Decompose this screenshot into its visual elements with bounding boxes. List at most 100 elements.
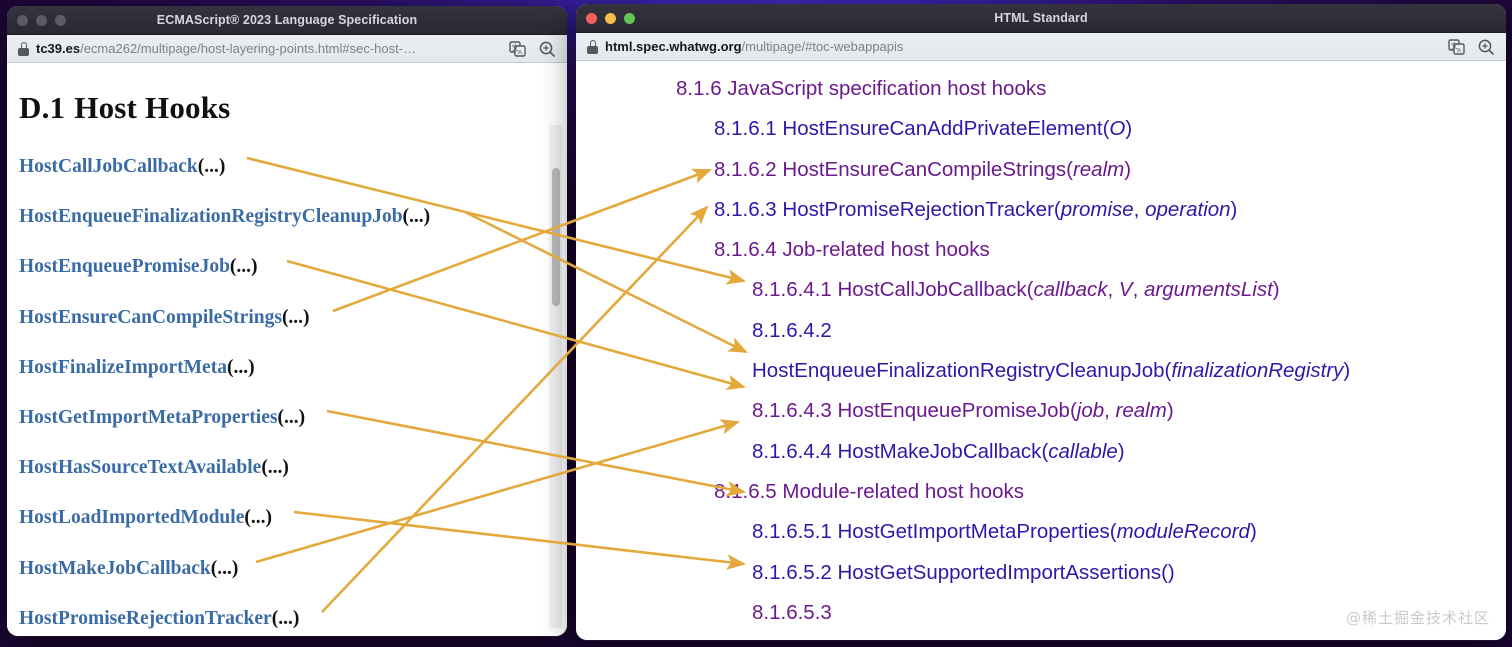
toc-number[interactable]: 8.1.6.4.2 — [752, 318, 832, 342]
host-hook-link[interactable]: HostCallJobCallback — [19, 156, 198, 177]
left-url-host: tc39.es — [36, 41, 81, 56]
right-titlebar[interactable]: HTML Standard — [576, 4, 1506, 33]
host-hook-item[interactable]: HostLoadImportedModule(...) — [19, 493, 567, 543]
toc-item[interactable]: 8.1.6.5 Module-related host hooks — [576, 472, 1506, 512]
toc-link[interactable]: 8.1.6.1 HostEnsureCanAddPrivateElement(O… — [714, 117, 1133, 141]
zoom-icon[interactable] — [536, 39, 558, 59]
toc-item[interactable]: 8.1.6.4.2 — [576, 311, 1506, 351]
toc-number[interactable]: 8.1.6.5.3 — [752, 600, 832, 624]
host-hook-link[interactable]: HostMakeJobCallback — [19, 557, 211, 579]
toc-title[interactable]: HostEnqueueFinalizationRegistryCleanupJo… — [752, 359, 1165, 383]
browser-window-ecmascript[interactable]: ECMAScript® 2023 Language Specification … — [7, 6, 567, 636]
host-hook-item[interactable]: HostFinalizeImportMeta(...) — [19, 343, 567, 393]
right-page-content: 8.1.6 JavaScript specification host hook… — [576, 61, 1506, 640]
left-scrollbar-thumb[interactable] — [552, 168, 560, 306]
minimize-button[interactable] — [36, 15, 47, 26]
close-button[interactable] — [17, 15, 28, 26]
host-hook-args: (...) — [229, 256, 258, 278]
toc-item[interactable]: 8.1.6.4.1 HostCallJobCallback(callback, … — [576, 270, 1506, 310]
host-hook-args: (...) — [226, 356, 255, 378]
toc-link[interactable]: 8.1.6.4.1 HostCallJobCallback(callback, … — [752, 278, 1280, 302]
host-hook-link[interactable]: HostLoadImportedModule — [19, 507, 245, 529]
host-hook-link[interactable]: HostEnqueuePromiseJob — [19, 256, 230, 278]
host-hook-item[interactable]: HostPromiseRejectionTracker(...) — [19, 594, 567, 636]
host-hook-args: (...) — [210, 557, 239, 579]
toc-title: HostGetSupportedImportAssertions — [837, 560, 1162, 584]
watermark: @稀土掘金技术社区 — [1345, 609, 1490, 627]
close-button[interactable] — [586, 13, 597, 24]
toc-item[interactable]: 8.1.6.1 HostEnsureCanAddPrivateElement(O… — [576, 109, 1506, 149]
toc-item-continuation[interactable]: HostEnqueueFinalizationRegistryCleanupJo… — [576, 351, 1506, 391]
toc-list: 8.1.6 JavaScript specification host hook… — [576, 61, 1506, 640]
left-titlebar[interactable]: ECMAScript® 2023 Language Specification — [7, 6, 567, 35]
host-hook-link[interactable]: HostGetImportMetaProperties — [19, 406, 278, 428]
toc-item[interactable]: 8.1.6.4.4 HostMakeJobCallback(callable) — [576, 432, 1506, 472]
host-hook-item[interactable]: HostMakeJobCallback(...) — [19, 544, 567, 594]
page-title-number: D.1 — [19, 90, 66, 125]
zoom-button[interactable] — [55, 15, 66, 26]
toc-title: HostMakeJobCallback — [837, 439, 1042, 463]
zoom-button[interactable] — [624, 13, 635, 24]
host-hook-item[interactable]: HostCallJobCallback(...) — [19, 142, 567, 192]
host-hook-link[interactable]: HostPromiseRejectionTracker — [19, 607, 272, 629]
toc-link[interactable]: 8.1.6 JavaScript specification host hook… — [676, 77, 1046, 100]
left-url-path: /ecma262/multipage/host-layering-points.… — [80, 41, 417, 56]
toc-number: 8.1.6.5.1 — [752, 520, 838, 544]
toc-number: 8.1.6.5 — [714, 479, 783, 503]
left-url-bar[interactable]: tc39.es/ecma262/multipage/host-layering-… — [7, 35, 567, 63]
toc-number: 8.1.6.4.1 — [752, 278, 838, 302]
toc-item[interactable]: 8.1.6.5.2 HostGetSupportedImportAssertio… — [576, 553, 1506, 593]
right-url-bar[interactable]: html.spec.whatwg.org/multipage/#toc-weba… — [576, 33, 1506, 61]
toc-item[interactable]: 8.1.6.4 Job-related host hooks — [576, 230, 1506, 270]
toc-link[interactable]: 8.1.6.3 HostPromiseRejectionTracker(prom… — [714, 197, 1238, 221]
right-url-text[interactable]: html.spec.whatwg.org/multipage/#toc-weba… — [605, 39, 1439, 54]
browser-window-html-standard[interactable]: HTML Standard html.spec.whatwg.org/multi… — [576, 4, 1506, 640]
zoom-icon[interactable] — [1475, 37, 1497, 57]
host-hook-link[interactable]: HostFinalizeImportMeta — [19, 356, 227, 378]
host-hook-link[interactable]: HostEnqueueFinalizationRegistryCleanupJo… — [19, 206, 403, 228]
host-hook-item[interactable]: HostEnqueueFinalizationRegistryCleanupJo… — [19, 192, 567, 242]
toc-link[interactable]: 8.1.6.5.2 HostGetSupportedImportAssertio… — [752, 560, 1175, 584]
toc-link[interactable]: 8.1.6.5.1 HostGetImportMetaProperties(mo… — [752, 520, 1257, 544]
toc-param: argumentsList — [1144, 278, 1273, 302]
toc-number: 8.1.6.2 — [714, 157, 783, 181]
toc-item-continuation[interactable]: HostLoadImportedModule(referrer, moduleR… — [576, 633, 1506, 640]
left-url-text[interactable]: tc39.es/ecma262/multipage/host-layering-… — [36, 41, 500, 56]
host-hook-item[interactable]: HostEnsureCanCompileStrings(...) — [19, 293, 567, 343]
svg-text:文: 文 — [512, 42, 520, 52]
toc-item[interactable]: 8.1.6.5.1 HostGetImportMetaProperties(mo… — [576, 512, 1506, 552]
host-hook-args: (...) — [197, 156, 226, 177]
left-traffic-lights[interactable] — [17, 6, 66, 35]
right-traffic-lights[interactable] — [586, 4, 635, 33]
toc-title: HostEnsureCanAddPrivateElement — [782, 117, 1103, 141]
toc-link[interactable]: 8.1.6.2 HostEnsureCanCompileStrings(real… — [714, 157, 1132, 181]
toc-item[interactable]: 8.1.6.4.3 HostEnqueuePromiseJob(job, rea… — [576, 391, 1506, 431]
toc-param: job — [1076, 399, 1105, 423]
toc-item[interactable]: 8.1.6 JavaScript specification host hook… — [576, 69, 1506, 109]
toc-number: 8.1.6.1 — [714, 117, 783, 141]
toc-link[interactable]: 8.1.6.4 Job-related host hooks — [714, 238, 990, 261]
host-hook-link[interactable]: HostEnsureCanCompileStrings — [19, 306, 282, 328]
host-hook-item[interactable]: HostHasSourceTextAvailable(...) — [19, 443, 567, 493]
right-url-host: html.spec.whatwg.org — [605, 39, 742, 54]
toc-item[interactable]: 8.1.6.2 HostEnsureCanCompileStrings(real… — [576, 150, 1506, 190]
toc-param: moduleRecord — [1116, 520, 1250, 544]
toc-link[interactable]: 8.1.6.5 Module-related host hooks — [714, 480, 1024, 503]
right-window-title: HTML Standard — [994, 11, 1088, 25]
host-hook-item[interactable]: HostEnqueuePromiseJob(...) — [19, 242, 567, 292]
toc-item[interactable]: 8.1.6.3 HostPromiseRejectionTracker(prom… — [576, 190, 1506, 230]
toc-param: callback — [1033, 278, 1108, 302]
toc-title: HostEnsureCanCompileStrings — [782, 157, 1067, 181]
host-hook-args: (...) — [281, 306, 310, 328]
toc-link[interactable]: 8.1.6.4.3 HostEnqueuePromiseJob(job, rea… — [752, 399, 1174, 423]
toc-title: Module-related host hooks — [782, 479, 1024, 503]
toc-item[interactable]: 8.1.6.5.3 — [576, 593, 1506, 633]
host-hook-item[interactable]: HostGetImportMetaProperties(...) — [19, 393, 567, 443]
lock-icon — [587, 39, 598, 54]
minimize-button[interactable] — [605, 13, 616, 24]
host-hook-link[interactable]: HostHasSourceTextAvailable — [19, 457, 262, 479]
toc-link[interactable]: 8.1.6.4.4 HostMakeJobCallback(callable) — [752, 439, 1125, 463]
